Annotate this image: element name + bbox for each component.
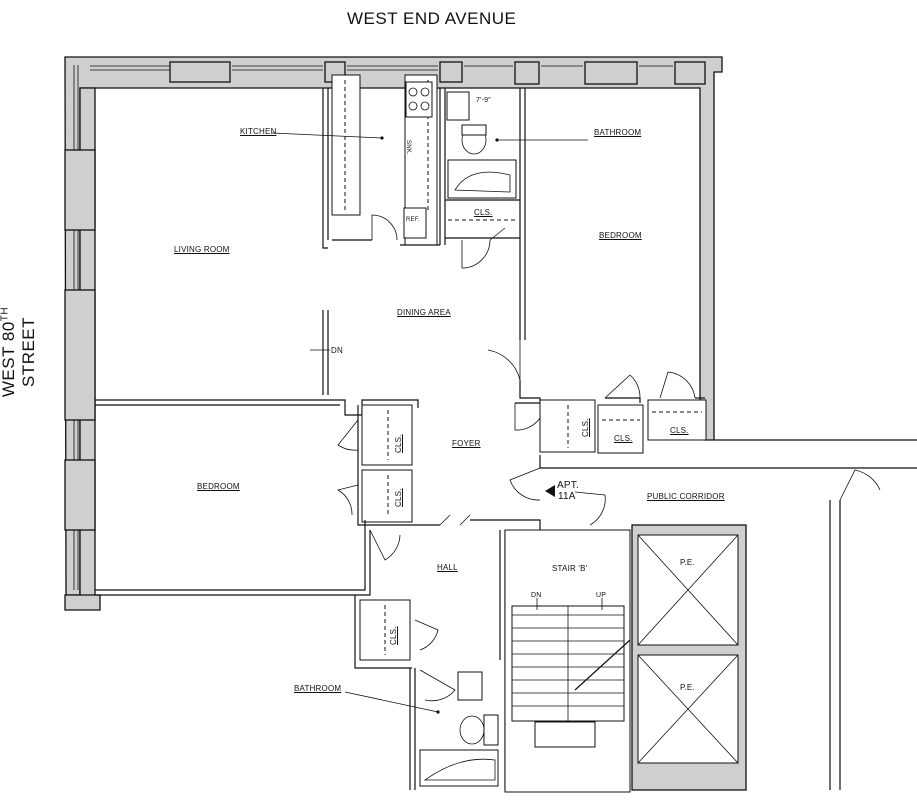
room-label-bedroom-left: BEDROOM xyxy=(197,482,240,491)
dimension-label: 7'-9" xyxy=(476,97,491,104)
room-label-foyer: FOYER xyxy=(452,439,481,448)
stair-down-label: DN xyxy=(531,592,542,599)
leader-lines xyxy=(271,132,588,714)
room-label-living-room: LIVING ROOM xyxy=(174,245,230,254)
street-label-west-end-avenue: WEST END AVENUE xyxy=(347,9,517,28)
closet-label-bedroom-2: CLS. xyxy=(670,426,689,435)
fixture-label-sink: SNK. xyxy=(405,140,411,155)
interior-walls xyxy=(95,74,917,793)
closet-label-foyer: CLS. xyxy=(581,418,590,437)
windows xyxy=(73,65,673,590)
room-label-bathroom-top: BATHROOM xyxy=(594,128,642,137)
closet-label-kitchen: CLS. xyxy=(474,208,493,217)
closet-label-bedroom-1: CLS. xyxy=(614,434,633,443)
stair-treads xyxy=(512,598,631,748)
stair-up-label: UP xyxy=(596,592,607,599)
door-swings xyxy=(336,214,881,702)
room-label-stair: STAIR 'B' xyxy=(552,564,588,573)
step-down-label: DN xyxy=(331,346,343,355)
room-label-pe-1: P.E. xyxy=(680,558,695,567)
apartment-number-line2: 11A xyxy=(558,491,576,502)
closet-label-left-2: CLS. xyxy=(394,488,403,507)
room-label-pe-2: P.E. xyxy=(680,683,695,692)
apartment-number-line1: APT. xyxy=(557,480,579,491)
closet-label-left-1: CLS. xyxy=(394,434,403,453)
exterior-walls xyxy=(64,56,723,611)
room-label-hall: HALL xyxy=(437,563,458,572)
room-label-dining-area: DINING AREA xyxy=(397,308,451,317)
room-label-kitchen: KITCHEN xyxy=(240,127,277,136)
closet-label-hall: CLS. xyxy=(389,626,398,645)
room-label-bathroom-bottom: BATHROOM xyxy=(294,684,342,693)
room-label-public-corridor: PUBLIC CORRIDOR xyxy=(647,492,725,501)
fixture-label-ref: REF. xyxy=(406,217,420,223)
room-label-bedroom-right: BEDROOM xyxy=(599,231,642,240)
